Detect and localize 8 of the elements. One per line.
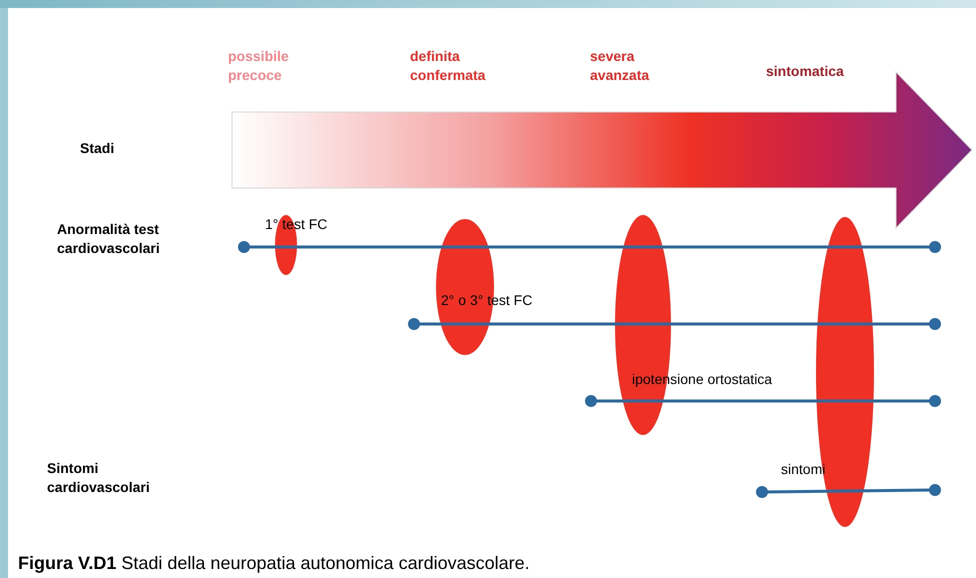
stage-label: possibile precoce bbox=[228, 47, 290, 85]
stage-label: sintomatica bbox=[766, 62, 844, 81]
row-heading: Sintomi cardiovascolari bbox=[47, 459, 151, 497]
stage-label: severa avanzata bbox=[590, 47, 650, 85]
row-heading: Stadi bbox=[80, 139, 114, 158]
stage-label: definita confermata bbox=[410, 47, 486, 85]
row-heading: Anormalità test cardiovascolari bbox=[57, 220, 161, 258]
figure-caption: Figura V.D1 Stadi della neuropatia autonomica cardiovascolare. bbox=[18, 552, 530, 575]
